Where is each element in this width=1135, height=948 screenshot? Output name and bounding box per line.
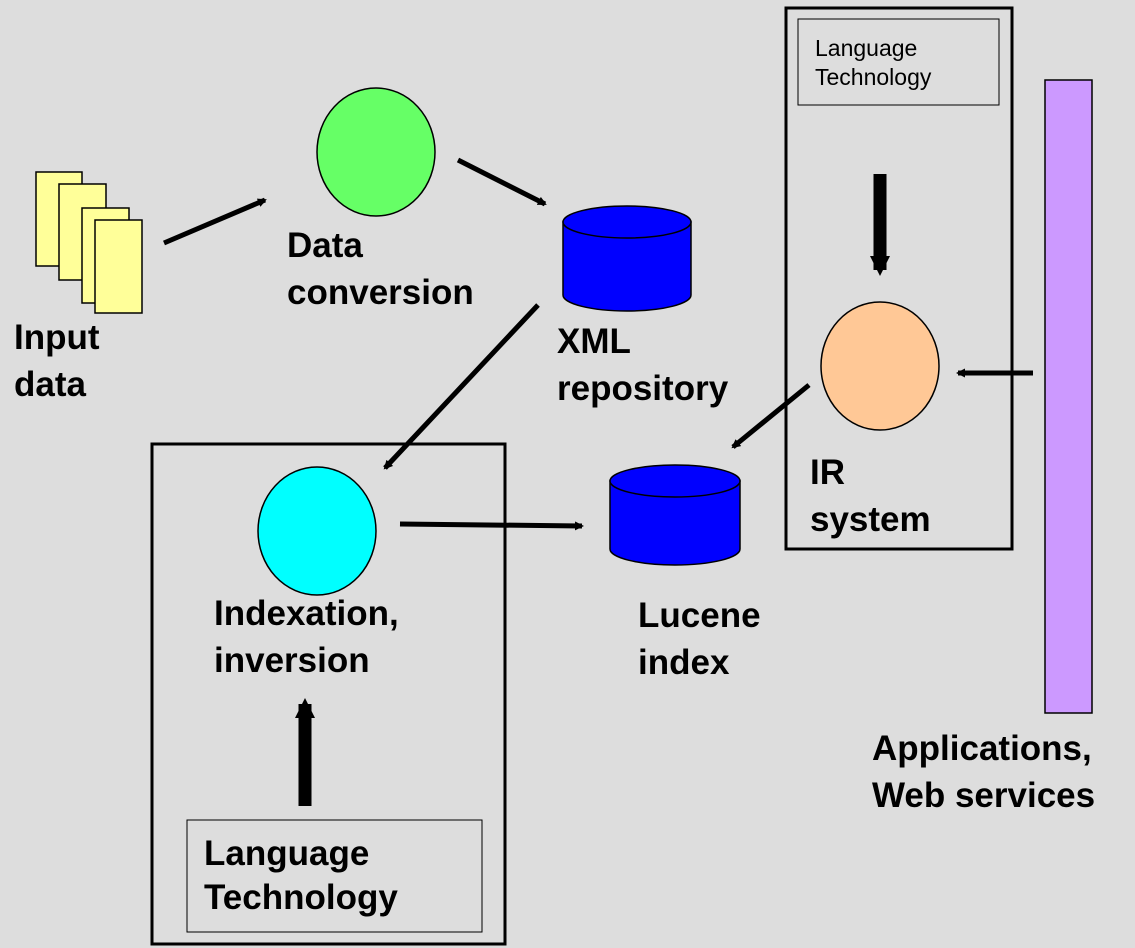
arrow-ir-to-lucene: [731, 383, 811, 449]
input-documents-icon: [35, 171, 143, 314]
xml-repository-label: XML repository: [557, 318, 728, 412]
xml-repository-line1: XML: [557, 322, 631, 361]
lucene-index-line1: Lucene: [638, 596, 761, 635]
arrow-conversion-to-xml: [456, 157, 547, 207]
language-technology-lower-line2: Technology: [204, 878, 398, 917]
ir-system-node: [820, 301, 940, 431]
indexation-line1: Indexation,: [214, 594, 399, 633]
lucene-index-label: Lucene index: [638, 592, 761, 686]
data-conversion-line2: conversion: [287, 273, 474, 312]
indexation-node: [257, 466, 377, 596]
indexation-module-box: [150, 442, 507, 946]
applications-label: Applications, Web services: [872, 725, 1095, 819]
ir-system-line1: IR: [810, 453, 845, 492]
ir-system-line2: system: [810, 500, 931, 539]
ir-system-label: IR system: [810, 449, 931, 543]
language-technology-lower-label: Language Technology: [204, 832, 398, 920]
language-technology-lower-line1: Language: [204, 834, 370, 873]
language-technology-box-upper: [797, 18, 1000, 106]
applications-line2: Web services: [872, 776, 1096, 815]
data-conversion-line1: Data: [287, 226, 363, 265]
language-technology-upper-label: Language Technology: [815, 34, 931, 92]
lucene-index-line2: index: [638, 643, 730, 682]
arrow-input-to-conversion: [163, 197, 267, 246]
lucene-index-cylinder-icon: [609, 464, 741, 566]
applications-line1: Applications,: [872, 729, 1092, 768]
data-conversion-node: [316, 87, 436, 217]
arrow-indexation-to-lucene: [399, 521, 584, 531]
input-data-line1: Input: [14, 318, 100, 357]
xml-repository-cylinder-icon: [562, 205, 692, 312]
indexation-line2: inversion: [214, 641, 370, 680]
input-data-label: Input data: [14, 314, 100, 408]
xml-repository-line2: repository: [557, 369, 729, 408]
data-conversion-label: Data conversion: [287, 222, 474, 316]
input-data-line2: data: [14, 365, 86, 404]
language-technology-box-lower: [186, 819, 483, 933]
indexation-label: Indexation, inversion: [214, 590, 399, 684]
language-technology-upper-line1: Language: [815, 35, 918, 61]
language-technology-upper-line2: Technology: [815, 64, 932, 90]
applications-bar: [1044, 79, 1093, 714]
ir-module-box: [784, 6, 1014, 551]
arrow-xml-to-indexation: [383, 303, 540, 470]
